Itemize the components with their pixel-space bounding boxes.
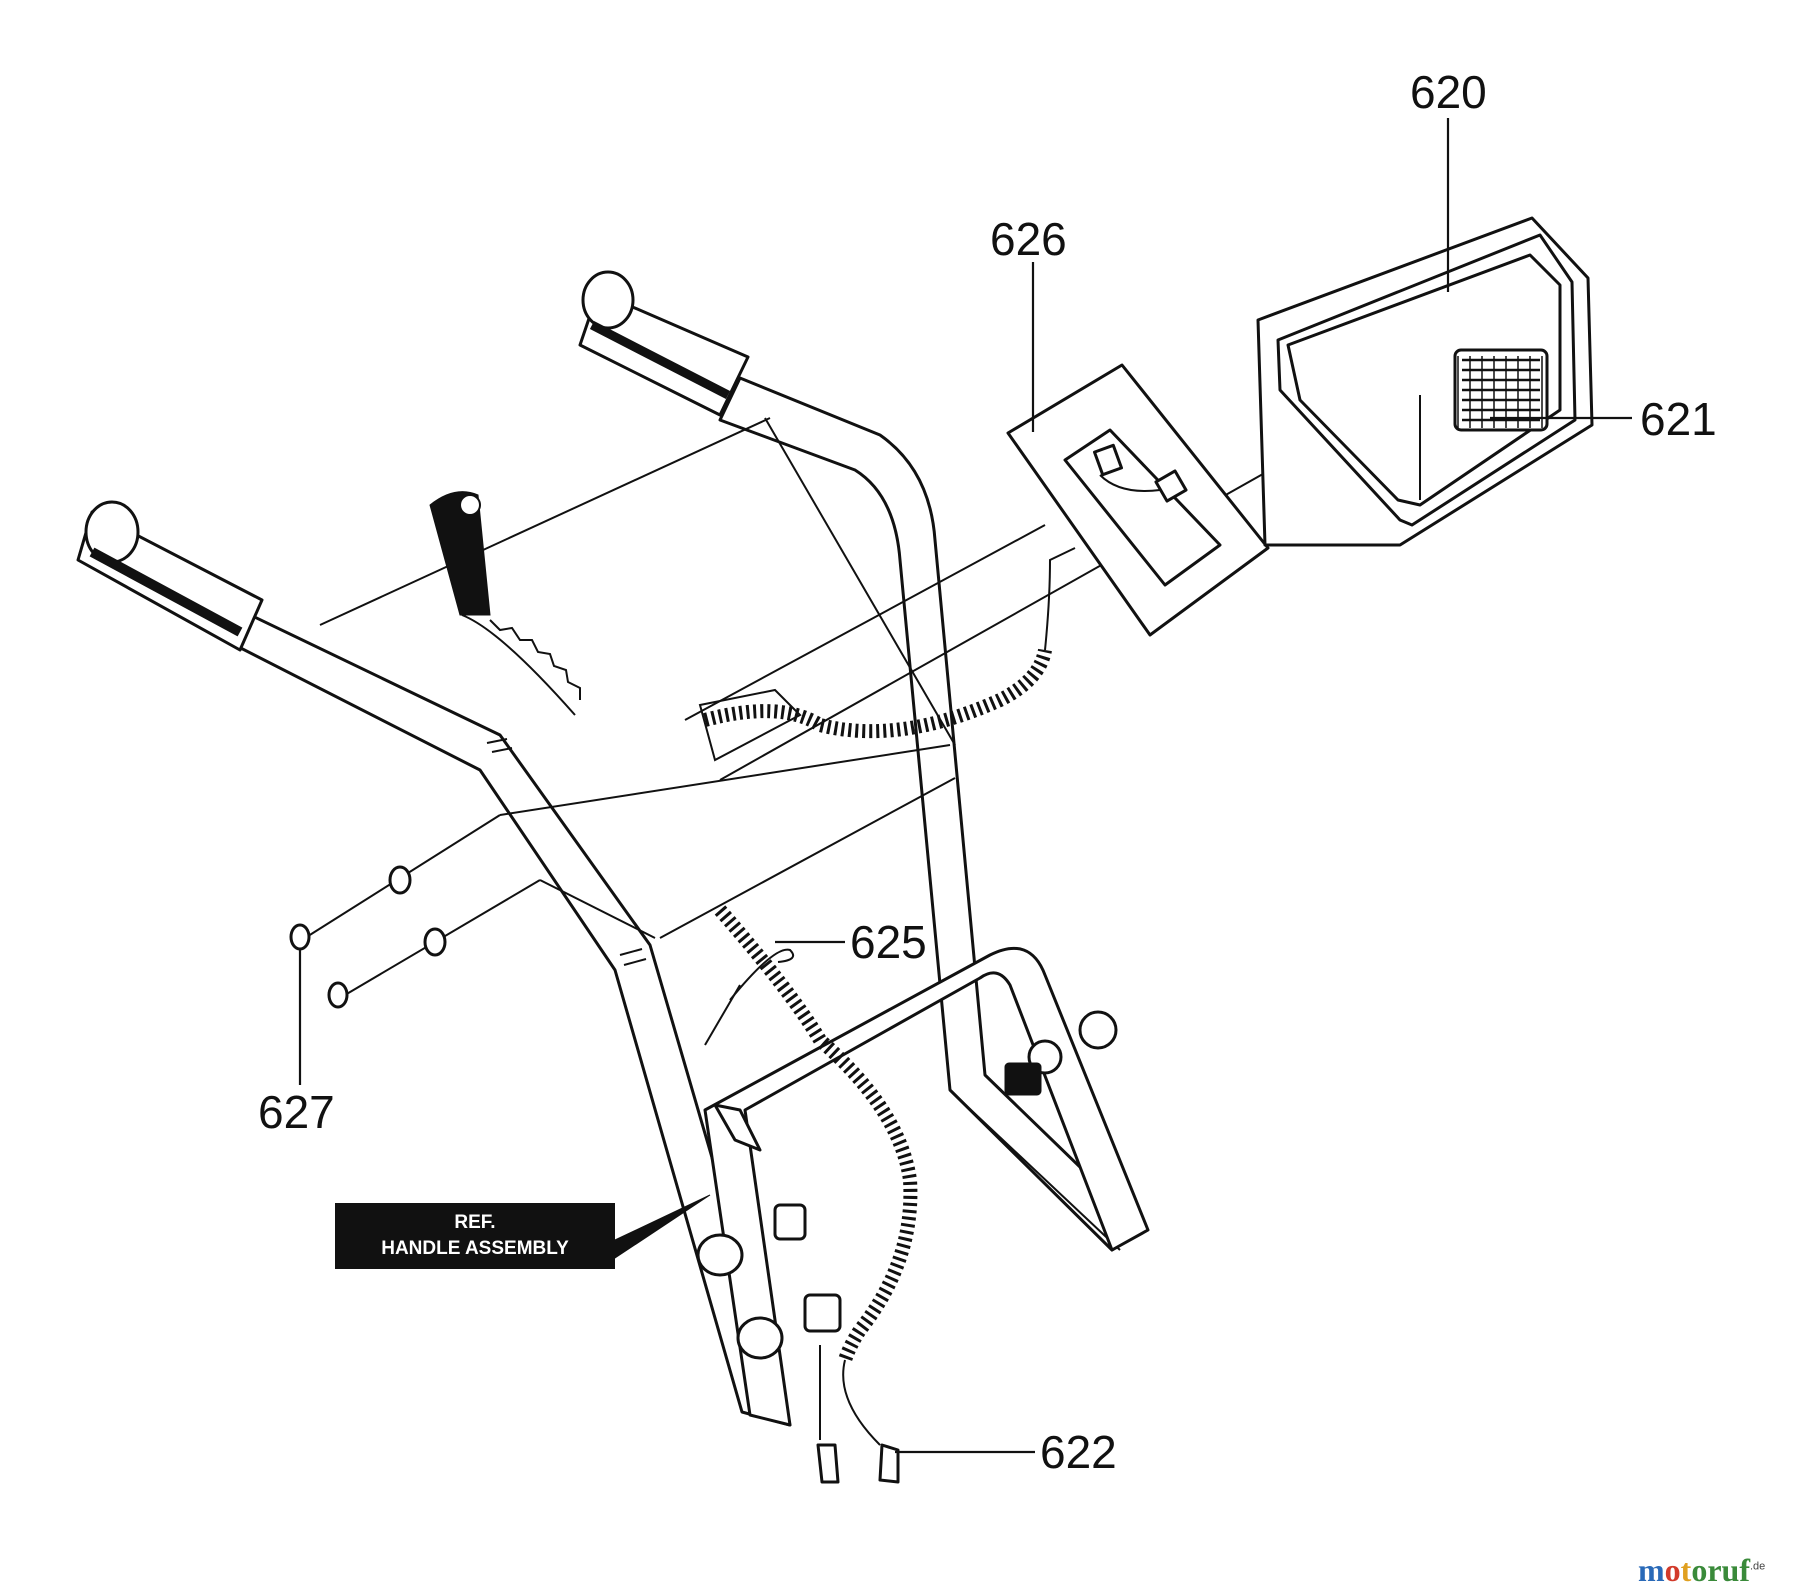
terminals <box>816 1443 900 1484</box>
watermark-letter: o <box>1691 1552 1708 1588</box>
callout-621: 621 <box>1640 393 1717 445</box>
coiled-cable-lower <box>714 905 918 1446</box>
right-grip <box>578 270 750 417</box>
left-grip <box>76 500 264 652</box>
callout-625: 625 <box>850 916 927 968</box>
headlight-housing <box>1256 216 1594 547</box>
watermark-letter: t <box>1680 1552 1692 1588</box>
cable-tie <box>704 948 794 1046</box>
light-bracket <box>1006 363 1270 637</box>
ref-handle-assembly-label: REF. HANDLE ASSEMBLY <box>335 1203 615 1269</box>
dashboard-panel <box>319 417 956 939</box>
callout-620: 620 <box>1410 66 1487 118</box>
watermark-suffix: .de <box>1749 1560 1766 1573</box>
left-handle-tube <box>223 608 792 1427</box>
watermark-logo: motoruf.de <box>1638 1552 1765 1589</box>
ref-label-line1: REF. <box>454 1212 496 1233</box>
callout-622: 622 <box>1040 1426 1117 1478</box>
headlight-lens <box>1453 348 1549 432</box>
callout-626: 626 <box>990 213 1067 265</box>
watermark-text: motoruf <box>1638 1552 1750 1588</box>
watermark-letter: m <box>1638 1552 1665 1588</box>
shift-lever <box>429 491 581 716</box>
lower-frame <box>703 946 1150 1427</box>
watermark-letter: o <box>1664 1552 1681 1588</box>
bolts <box>696 1010 1118 1360</box>
leader-ref-arrow <box>614 1194 711 1259</box>
watermark-letter: f <box>1739 1552 1750 1588</box>
screws <box>289 814 541 1009</box>
callout-627: 627 <box>258 1086 335 1138</box>
watermark-letter: r <box>1707 1552 1722 1588</box>
ref-label-line2: HANDLE ASSEMBLY <box>381 1238 569 1259</box>
watermark-letter: u <box>1721 1552 1740 1588</box>
